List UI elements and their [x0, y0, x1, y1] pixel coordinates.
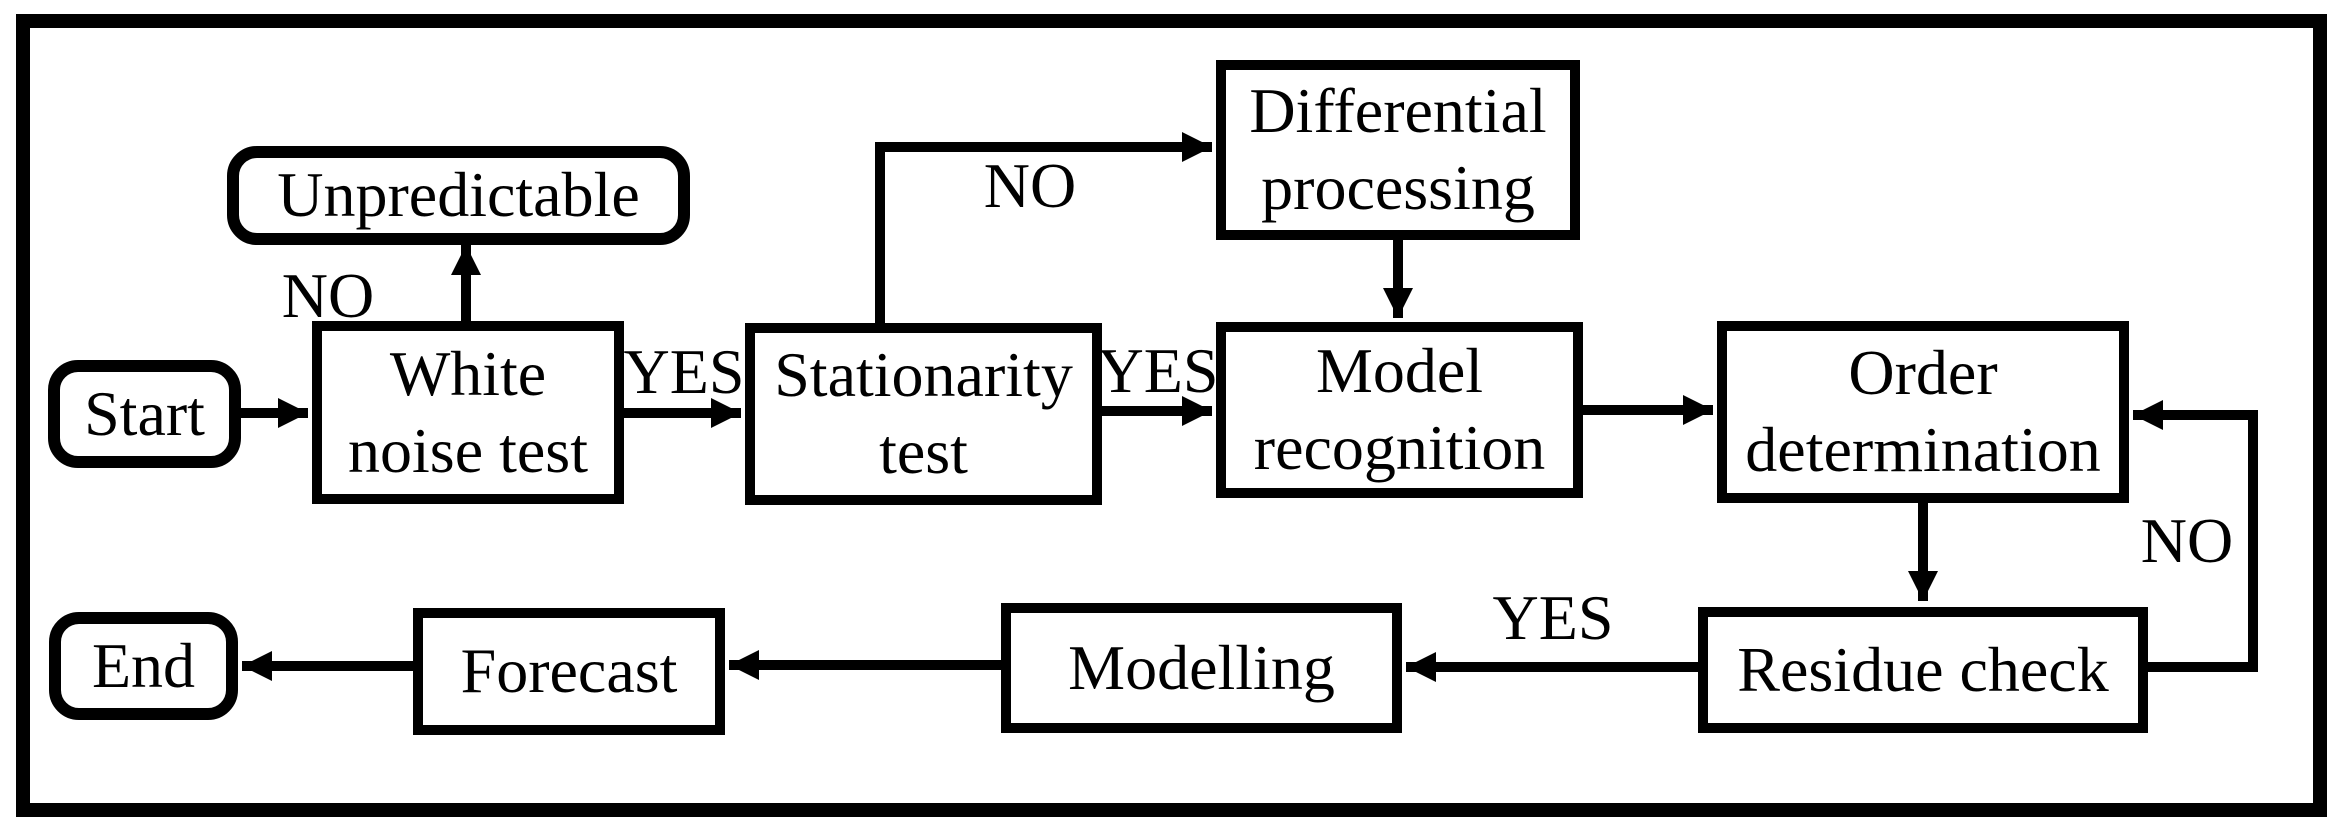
- node-unpredictable: Unpredictable: [227, 146, 690, 245]
- node-model-recognition-label: Model recognition: [1253, 335, 1546, 483]
- edge-label-white-noise-no: NO: [281, 260, 375, 331]
- node-residue-check: Residue check: [1698, 607, 2148, 733]
- node-modelling-label: Modelling: [1068, 631, 1335, 703]
- node-order-determination-label: Order determination: [1745, 337, 2101, 485]
- node-start-label: Start: [84, 377, 205, 449]
- node-differential-processing: Differential processing: [1216, 60, 1580, 240]
- edge-label-residue-yes: YES: [1492, 582, 1614, 653]
- edge-label-white-noise-yes: YES: [623, 336, 745, 407]
- node-end: End: [49, 612, 238, 720]
- node-modelling: Modelling: [1001, 603, 1402, 733]
- node-forecast: Forecast: [413, 608, 725, 735]
- node-end-label: End: [91, 629, 196, 701]
- node-start: Start: [48, 360, 241, 468]
- node-forecast-label: Forecast: [460, 635, 678, 707]
- edge-stationarity-to-differential: [875, 132, 1212, 330]
- node-unpredictable-label: Unpredictable: [277, 159, 640, 231]
- node-white-noise-test-label: White noise test: [348, 337, 588, 486]
- edge-residue-loop-to-order: [2133, 400, 2258, 672]
- node-differential-processing-label: Differential processing: [1249, 75, 1547, 223]
- node-stationarity-test: Stationarity test: [745, 323, 1102, 505]
- edge-label-stationarity-yes: YES: [1097, 335, 1219, 406]
- diagram-border: [16, 14, 2327, 817]
- node-residue-check-label: Residue check: [1737, 633, 2109, 705]
- node-white-noise-test: White noise test: [312, 321, 624, 504]
- edge-label-residue-no: NO: [2140, 505, 2234, 576]
- node-model-recognition: Model recognition: [1216, 322, 1583, 498]
- edge-label-stationarity-no: NO: [983, 150, 1077, 221]
- node-stationarity-test-label: Stationarity test: [774, 339, 1073, 487]
- node-order-determination: Order determination: [1717, 321, 2129, 503]
